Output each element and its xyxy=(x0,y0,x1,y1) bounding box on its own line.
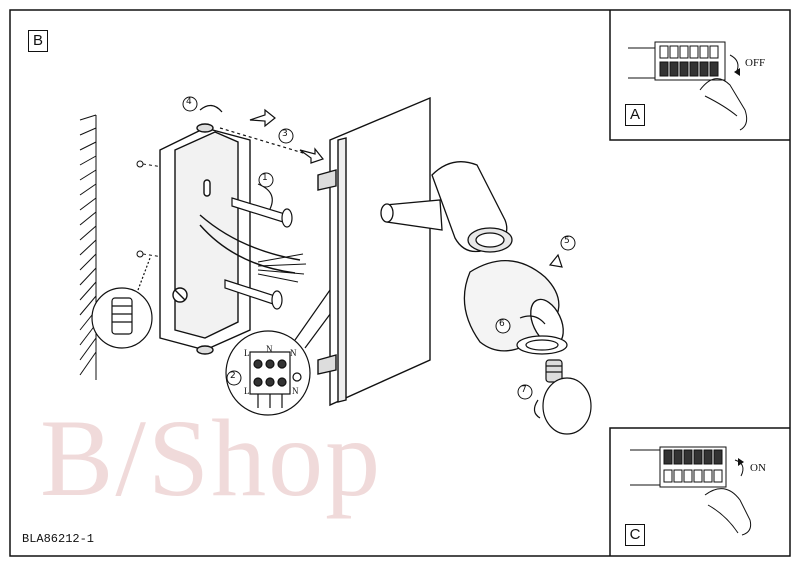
mains-wires xyxy=(258,254,306,282)
terminal-label-top-right: N xyxy=(290,348,297,358)
lamp-ring xyxy=(517,336,567,354)
step-7: 7 xyxy=(521,385,527,395)
terminal-label-bottom-left: L xyxy=(244,386,250,396)
step-4: 4 xyxy=(186,97,192,107)
back-plate xyxy=(318,98,430,405)
switch-off-label: OFF xyxy=(745,57,765,69)
terminal-label-bottom-right: N xyxy=(292,386,299,396)
spot-head xyxy=(432,162,512,252)
panel-label-b: B xyxy=(28,30,48,52)
panel-label-a: A xyxy=(625,104,645,126)
switch-on-label: ON xyxy=(750,462,766,474)
step-3: 3 xyxy=(282,129,288,139)
wall xyxy=(80,115,96,380)
step-6: 6 xyxy=(499,319,505,329)
light-bulb xyxy=(543,360,591,434)
step-5: 5 xyxy=(564,236,570,246)
product-code: BLA86212-1 xyxy=(22,532,94,546)
terminal-label-top-left: L xyxy=(244,348,250,358)
wall-plug-detail xyxy=(92,258,152,348)
step-1: 1 xyxy=(262,173,268,183)
step-2: 2 xyxy=(230,371,236,381)
terminal-label-top-mid: N xyxy=(266,344,273,354)
mounting-bracket xyxy=(160,124,300,354)
panel-label-c: C xyxy=(625,524,645,546)
